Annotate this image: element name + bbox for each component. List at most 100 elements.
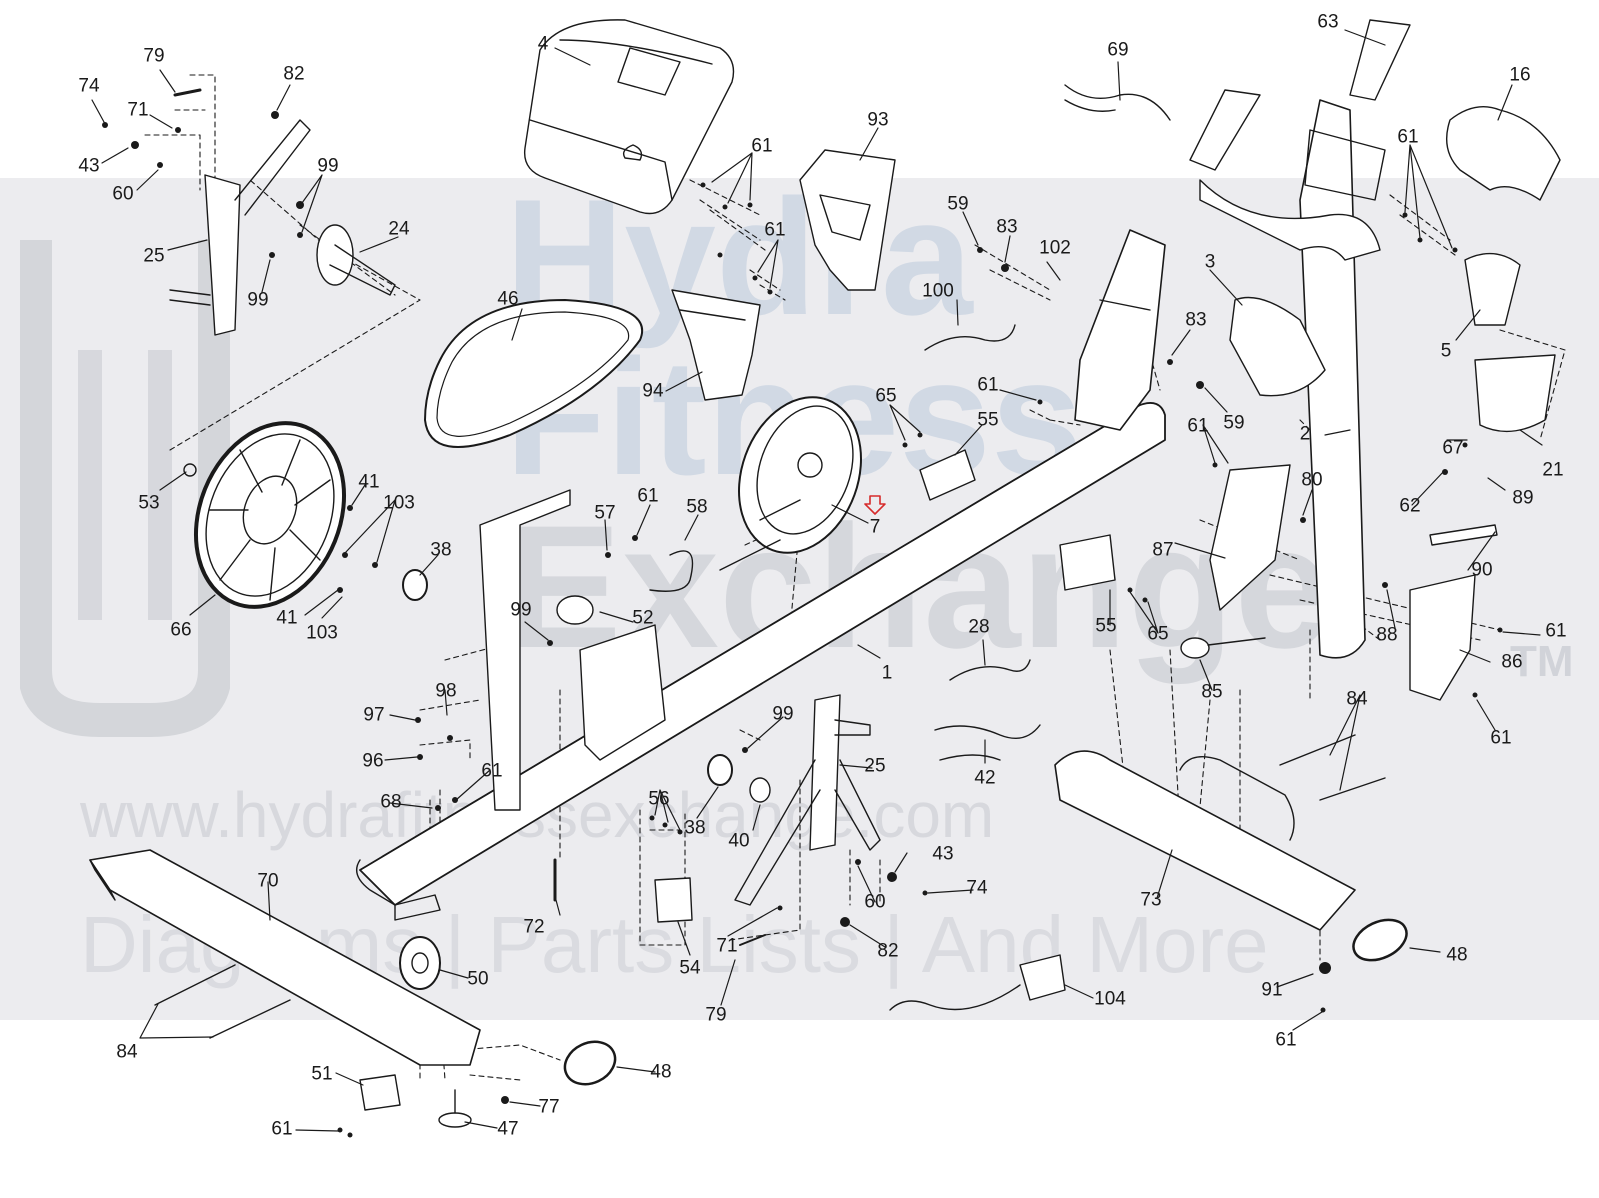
callout-label: 97 <box>363 704 385 726</box>
callout-label: 5 <box>1440 340 1452 362</box>
cover-part-87 <box>1209 464 1291 611</box>
callout-label: 66 <box>170 619 192 641</box>
callout-label: 47 <box>497 1118 519 1140</box>
callout-label: 61 <box>977 374 999 396</box>
adapter-part-104 <box>889 954 1066 1011</box>
wheel-part-50 <box>399 936 441 990</box>
crank-part-25-upper <box>169 119 311 336</box>
callout-label: 38 <box>684 817 706 839</box>
washer-part-53 <box>183 463 197 477</box>
callout-label: 38 <box>430 539 452 561</box>
callout-label: 103 <box>383 492 415 514</box>
clamp-part-16 <box>1446 106 1561 201</box>
shroud-part-93 <box>799 149 896 291</box>
callout-label: 82 <box>283 63 305 85</box>
link-part-90 <box>1429 524 1498 546</box>
cap-part-51 <box>359 1074 401 1111</box>
callout-label: 50 <box>467 968 489 990</box>
idler-part-52 <box>556 595 594 625</box>
bolt-part-84-c <box>1279 734 1356 766</box>
bearing-part-38-upper <box>402 569 428 601</box>
callout-label: 59 <box>1223 412 1245 434</box>
watermark-logo-mark <box>20 240 230 737</box>
callout-label: 65 <box>1147 623 1169 645</box>
callout-label: 71 <box>716 935 738 957</box>
knob-part-85 <box>1180 637 1266 659</box>
shell-part-3 <box>1229 296 1326 397</box>
spacer-part-40 <box>749 777 771 803</box>
callout-label: 61 <box>1187 415 1209 437</box>
callout-label: 99 <box>247 289 269 311</box>
bolt-part-84-d <box>1319 777 1386 801</box>
callout-label: 61 <box>271 1118 293 1140</box>
upright-part-25-lower <box>734 694 881 906</box>
callout-label: 3 <box>1204 251 1216 273</box>
callout-label: 40 <box>728 830 750 852</box>
callout-label: 60 <box>112 183 134 205</box>
callout-label: 83 <box>996 216 1018 238</box>
wire-harness-part-28 <box>949 659 1031 681</box>
callout-label: 61 <box>481 760 503 782</box>
wire-harness-part-100 <box>924 324 1016 351</box>
callout-label: 82 <box>877 940 899 962</box>
stabilizer-part-70 <box>89 849 481 1066</box>
wire-part-58 <box>649 550 694 592</box>
callout-label: 73 <box>1140 889 1162 911</box>
callout-label: 61 <box>764 219 786 241</box>
callout-label: 55 <box>1095 615 1117 637</box>
callout-label: 61 <box>1397 126 1419 148</box>
callout-label: 55 <box>977 409 999 431</box>
callout-label: 1 <box>881 662 893 684</box>
callout-label: 61 <box>1490 727 1512 749</box>
callout-label: 41 <box>358 471 380 493</box>
callout-label: 86 <box>1501 651 1523 673</box>
bracket-part-54 <box>654 877 693 923</box>
callout-label: 99 <box>317 155 339 177</box>
callout-label: 42 <box>974 767 996 789</box>
stabilizer-part-73 <box>1054 750 1356 931</box>
callout-label: 68 <box>380 791 402 813</box>
callout-label: 99 <box>510 599 532 621</box>
callout-label: 46 <box>497 288 519 310</box>
hardware-fasteners <box>102 111 1503 1138</box>
callout-label: 58 <box>686 496 708 518</box>
holder-part-21 <box>1474 354 1556 433</box>
holder-part-5 <box>1464 252 1521 326</box>
callout-label: 88 <box>1376 624 1398 646</box>
callout-label: 16 <box>1509 64 1531 86</box>
bracket-plate <box>579 624 666 761</box>
bracket-part-55-lower <box>1059 534 1116 591</box>
callout-label: 96 <box>362 750 384 772</box>
callout-label: 25 <box>143 245 165 267</box>
callout-label: 21 <box>1542 459 1564 481</box>
callout-label: 62 <box>1399 495 1421 517</box>
callout-label: 61 <box>637 485 659 507</box>
callout-label: 85 <box>1201 681 1223 703</box>
callout-label: 89 <box>1512 487 1534 509</box>
callout-label: 48 <box>1446 944 1468 966</box>
console-part-4 <box>523 19 735 215</box>
callout-label: 53 <box>138 492 160 514</box>
bolt-part-79-upper <box>173 88 202 97</box>
shroud-part-94 <box>671 289 761 401</box>
callout-label: 52 <box>632 607 654 629</box>
callout-label: 4 <box>537 33 549 55</box>
pulley-part-66 <box>193 421 347 609</box>
wire-harness-part-42 <box>934 724 1041 761</box>
callout-label: 74 <box>78 75 100 97</box>
callout-label: 54 <box>679 957 701 979</box>
bolt-part-84-a <box>154 964 236 1006</box>
watermark-trademark: TM <box>1510 637 1574 686</box>
callout-label: 98 <box>435 680 457 702</box>
front-upright-frame <box>1074 229 1166 431</box>
callout-label: 87 <box>1152 539 1174 561</box>
callout-label: 67 <box>1442 437 1464 459</box>
callout-label: 104 <box>1094 988 1126 1010</box>
callout-label: 61 <box>751 135 773 157</box>
callout-label: 24 <box>388 218 410 240</box>
callout-label: 103 <box>306 622 338 644</box>
callout-label: 71 <box>127 99 149 121</box>
callout-label: 77 <box>538 1096 560 1118</box>
frame-rail-part-1 <box>356 402 1166 921</box>
